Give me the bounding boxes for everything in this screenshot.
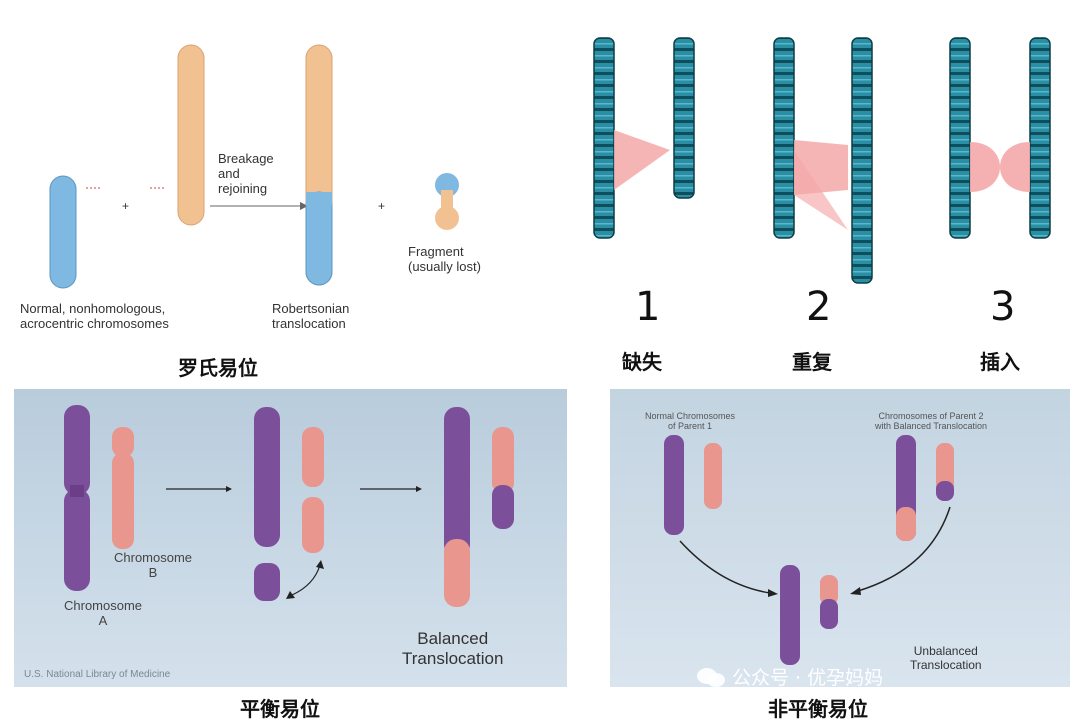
parent1-chromosome-a <box>664 435 684 535</box>
chromosome-b <box>112 427 134 549</box>
label-number-1: 1 <box>635 284 661 330</box>
robertsonian-chromosome <box>305 44 333 286</box>
balanced-chromosome-b <box>492 427 514 529</box>
insertion-pair <box>949 37 1051 239</box>
broken-chromosome-b <box>302 427 324 553</box>
robertsonian-label: Robertsonian translocation <box>272 301 350 332</box>
chromosome-b-line2: B <box>148 564 158 580</box>
duplication-pair <box>773 37 873 284</box>
inherit-arrow-left <box>679 540 771 594</box>
structural-figure <box>593 37 1051 284</box>
unbalanced-line1: Unbalanced <box>913 644 978 658</box>
orange-acrocentric-chromosome <box>177 44 205 226</box>
parent2-chromosome-a <box>896 435 916 541</box>
balanced-translocation-panel: Chromosome B Chromosome A Balanced Trans… <box>14 389 567 687</box>
offspring-chromosome-a <box>780 565 800 665</box>
chromosome-b-label: Chromosome B <box>114 550 193 581</box>
swap-arrow <box>291 564 321 596</box>
label-number-3: 3 <box>990 284 1016 330</box>
chromosome-a-line1: Chromosome <box>64 598 143 613</box>
unbalanced-caption: 非平衡易位 <box>768 697 868 721</box>
chromosome-a-label: Chromosome A <box>64 598 143 629</box>
unbalanced-line2: Translocation <box>910 657 982 672</box>
watermark-text: 公众号 · 优孕妈妈 <box>732 667 884 687</box>
robertsonian-diagram: + + Breakage and rejoining Normal, nonho… <box>0 0 560 385</box>
balanced-chromosome-a <box>444 407 470 607</box>
balanced-result-label: Balanced Translocation <box>402 629 503 668</box>
parent2-line1: Chromosomes of Parent 2 <box>878 411 984 421</box>
and-text: and <box>218 165 240 181</box>
plus-sign-2: + <box>378 199 386 213</box>
offspring-chromosome-b <box>820 575 838 629</box>
balanced-line2: Translocation <box>402 648 504 668</box>
unbalanced-figure <box>664 435 954 665</box>
balanced-line1: Balanced <box>417 629 489 648</box>
unbalanced-translocation-panel: Normal Chromosomes of Parent 1 Chromosom… <box>610 389 1070 687</box>
label-number-2: 2 <box>806 284 832 330</box>
parent1-label: Normal Chromosomes of Parent 1 <box>630 411 750 432</box>
parent2-chromosome-b <box>936 443 954 501</box>
balanced-caption: 平衡易位 <box>240 697 320 721</box>
plus-sign-1: + <box>122 199 130 213</box>
parent1-line2: of Parent 1 <box>667 421 713 432</box>
inherit-arrow-right <box>857 506 951 592</box>
blue-acrocentric-chromosome <box>49 175 77 289</box>
fragment-chromosome <box>435 173 459 230</box>
normal-label: Normal, nonhomologous, acrocentric chrom… <box>20 301 169 332</box>
normal-line2: acrocentric chromosomes <box>20 315 169 331</box>
fragment-line1: Fragment <box>408 244 464 259</box>
structural-variants-diagram: 1 2 3 缺失 重复 插入 <box>570 0 1080 385</box>
robertsonian-line1: Robertsonian <box>272 301 350 316</box>
duplication-caption: 重复 <box>792 350 832 374</box>
wechat-icon <box>697 667 725 687</box>
watermark: 公众号 · 优孕妈妈 <box>696 663 883 687</box>
normal-line1: Normal, nonhomologous, <box>20 301 166 316</box>
parent1-chromosome-b <box>704 443 722 509</box>
chromosome-a <box>64 405 90 591</box>
deletion-pair <box>593 37 695 239</box>
unbalanced-result-label: Unbalanced Translocation <box>910 644 982 673</box>
robertsonian-caption: 罗氏易位 <box>178 356 258 380</box>
chromosome-b-line1: Chromosome <box>114 550 193 565</box>
fragment-line2: (usually lost) <box>408 258 481 274</box>
deletion-caption: 缺失 <box>622 350 662 374</box>
breakage-text: Breakage <box>218 151 274 166</box>
balanced-figure <box>64 405 514 607</box>
parent2-line2: with Balanced Translocation <box>874 421 988 432</box>
rejoining-text: rejoining <box>218 180 268 196</box>
broken-chromosome-a <box>254 407 280 601</box>
parent1-line1: Normal Chromosomes <box>644 411 736 421</box>
nlm-credit: U.S. National Library of Medicine <box>24 669 171 680</box>
parent2-label: Chromosomes of Parent 2 with Balanced Tr… <box>846 411 1016 432</box>
breakage-label: Breakage and rejoining <box>218 151 274 197</box>
insertion-caption: 插入 <box>980 350 1020 374</box>
fragment-label: Fragment (usually lost) <box>408 244 481 275</box>
robertsonian-figure <box>49 44 459 289</box>
robertsonian-line2: translocation <box>272 315 346 331</box>
chromosome-a-line2: A <box>98 612 108 628</box>
